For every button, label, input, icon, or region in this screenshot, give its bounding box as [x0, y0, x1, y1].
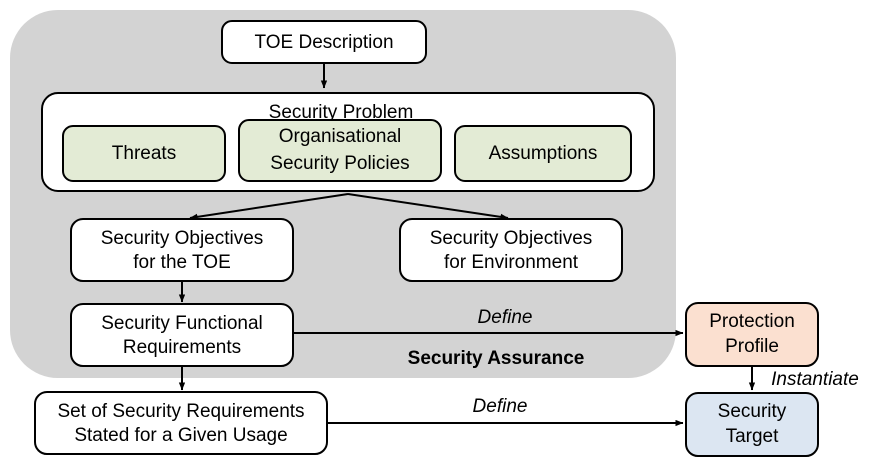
node-security-functional-requirements-label-line2: Requirements [123, 337, 241, 358]
node-security-target-label-line2: Target [726, 426, 780, 447]
edge-label-define-security-target: Define [473, 396, 528, 417]
node-security-functional-requirements-label-line1: Security Functional [101, 313, 263, 334]
node-security-objectives-toe-label-line2: for the TOE [133, 252, 231, 273]
node-protection-profile-label-line2: Profile [725, 336, 779, 357]
node-security-objectives-environment-label-line2: for Environment [444, 252, 579, 273]
node-organisational-security-policies-label-line2: Security Policies [270, 153, 409, 174]
node-protection-profile-label-line1: Protection [709, 311, 795, 332]
node-set-of-security-requirements-label-line2: Stated for a Given Usage [74, 425, 287, 446]
node-security-problem-title: Security Problem [269, 102, 414, 123]
edge-security-problem-to-objectives-toe [189, 193, 349, 221]
node-security-objectives-environment-label-line1: Security Objectives [430, 228, 593, 249]
node-toe-description-label: TOE Description [254, 32, 393, 53]
node-assumptions-label: Assumptions [489, 143, 598, 164]
node-threats-label: Threats [112, 143, 176, 164]
security-assurance-region-label: Security Assurance [408, 348, 585, 369]
edge-label-define-protection-profile: Define [478, 307, 533, 328]
node-set-of-security-requirements-label-line1: Set of Security Requirements [57, 401, 304, 422]
node-security-objectives-toe-label-line1: Security Objectives [101, 228, 264, 249]
node-threats [62, 125, 226, 182]
node-security-target-label-line1: Security [718, 401, 787, 422]
node-organisational-security-policies [238, 119, 442, 182]
node-security-objectives-environment [399, 218, 623, 282]
edge-label-instantiate: Instantiate [771, 369, 859, 390]
node-organisational-security-policies-label-line1: Organisational [279, 126, 402, 147]
node-security-target [685, 392, 819, 457]
node-assumptions [454, 125, 632, 182]
edge-security-problem-to-objectives-environment [347, 193, 509, 221]
